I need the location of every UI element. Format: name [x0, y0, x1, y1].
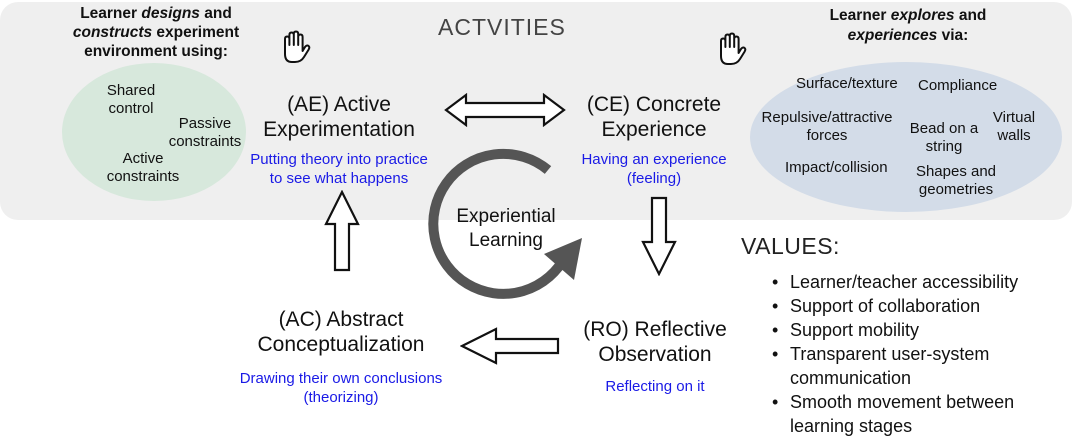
values-item: Smooth movement between learning stages	[768, 390, 1065, 438]
stage-title: Observation	[598, 343, 712, 366]
stage-concrete-experience: (CE) Concrete Experience Having an exper…	[564, 92, 744, 188]
center-label: Experiential Learning	[456, 206, 556, 251]
item-repulsive-forces: Repulsive/attractive forces	[761, 109, 893, 144]
values-list: Learner/teacher accessibility Support of…	[768, 270, 1072, 438]
item-surface-texture: Surface/texture	[796, 75, 898, 92]
stage-subtitle: Drawing their own conclusions	[239, 370, 443, 387]
stage-subtitle: (feeling)	[626, 170, 682, 187]
hand-icon	[720, 32, 747, 65]
stage-subtitle: (theorizing)	[303, 389, 379, 406]
design-tools-ellipse	[62, 63, 246, 201]
values-item: Transparent user-system communication	[768, 342, 1050, 390]
stage-subtitle: Reflecting on it	[605, 378, 705, 395]
values-item: Support mobility	[768, 318, 1072, 342]
stage-subtitle: Having an experience	[581, 151, 727, 168]
item-shared-control: Shared control	[106, 82, 156, 117]
cycle-arrow-icon	[428, 148, 582, 299]
arrow-up-ac-ae	[324, 190, 360, 272]
stage-subtitle: Putting theory into practice	[250, 151, 428, 168]
hand-icon	[284, 30, 311, 63]
left-intro: Learner designs and constructs experimen…	[72, 5, 240, 60]
item-bead-on-string: Bead on a string	[909, 120, 979, 155]
item-shapes-geometries: Shapes and geometries	[915, 163, 997, 198]
stage-title: Experimentation	[263, 118, 415, 141]
haptic-features-ellipse	[750, 62, 1062, 212]
arrow-down-ce-ro	[641, 196, 677, 276]
stage-active-experimentation: (AE) Active Experimentation Putting theo…	[244, 92, 434, 188]
item-impact-collision: Impact/collision	[785, 159, 888, 176]
item-virtual-walls: Virtual walls	[992, 109, 1036, 144]
values-item: Learner/teacher accessibility	[768, 270, 1072, 294]
item-passive-constraints: Passive constraints	[168, 115, 242, 150]
stage-title: Conceptualization	[257, 333, 425, 356]
stage-subtitle: to see what happens	[269, 170, 409, 187]
stage-abstract-conceptualization: (AC) Abstract Conceptualization Drawing …	[236, 307, 446, 407]
double-arrow-ae-ce	[444, 93, 566, 127]
stage-reflective-observation: (RO) Reflective Observation Reflecting o…	[570, 317, 740, 396]
stage-title: (AC) Abstract	[278, 308, 404, 331]
item-active-constraints: Active constraints	[106, 150, 180, 185]
arrow-left-ro-ac	[460, 327, 560, 365]
values-heading: VALUES:	[741, 233, 840, 259]
stage-title: (RO) Reflective	[583, 318, 727, 341]
stage-title: (CE) Concrete	[586, 93, 722, 116]
stage-title: (AE) Active	[287, 93, 391, 116]
stage-title: Experience	[601, 118, 707, 141]
right-intro: Learner explores and experiences via:	[829, 7, 987, 44]
activities-heading: ACTVITIES	[438, 14, 566, 40]
item-compliance: Compliance	[918, 77, 998, 94]
values-item: Support of collaboration	[768, 294, 1072, 318]
